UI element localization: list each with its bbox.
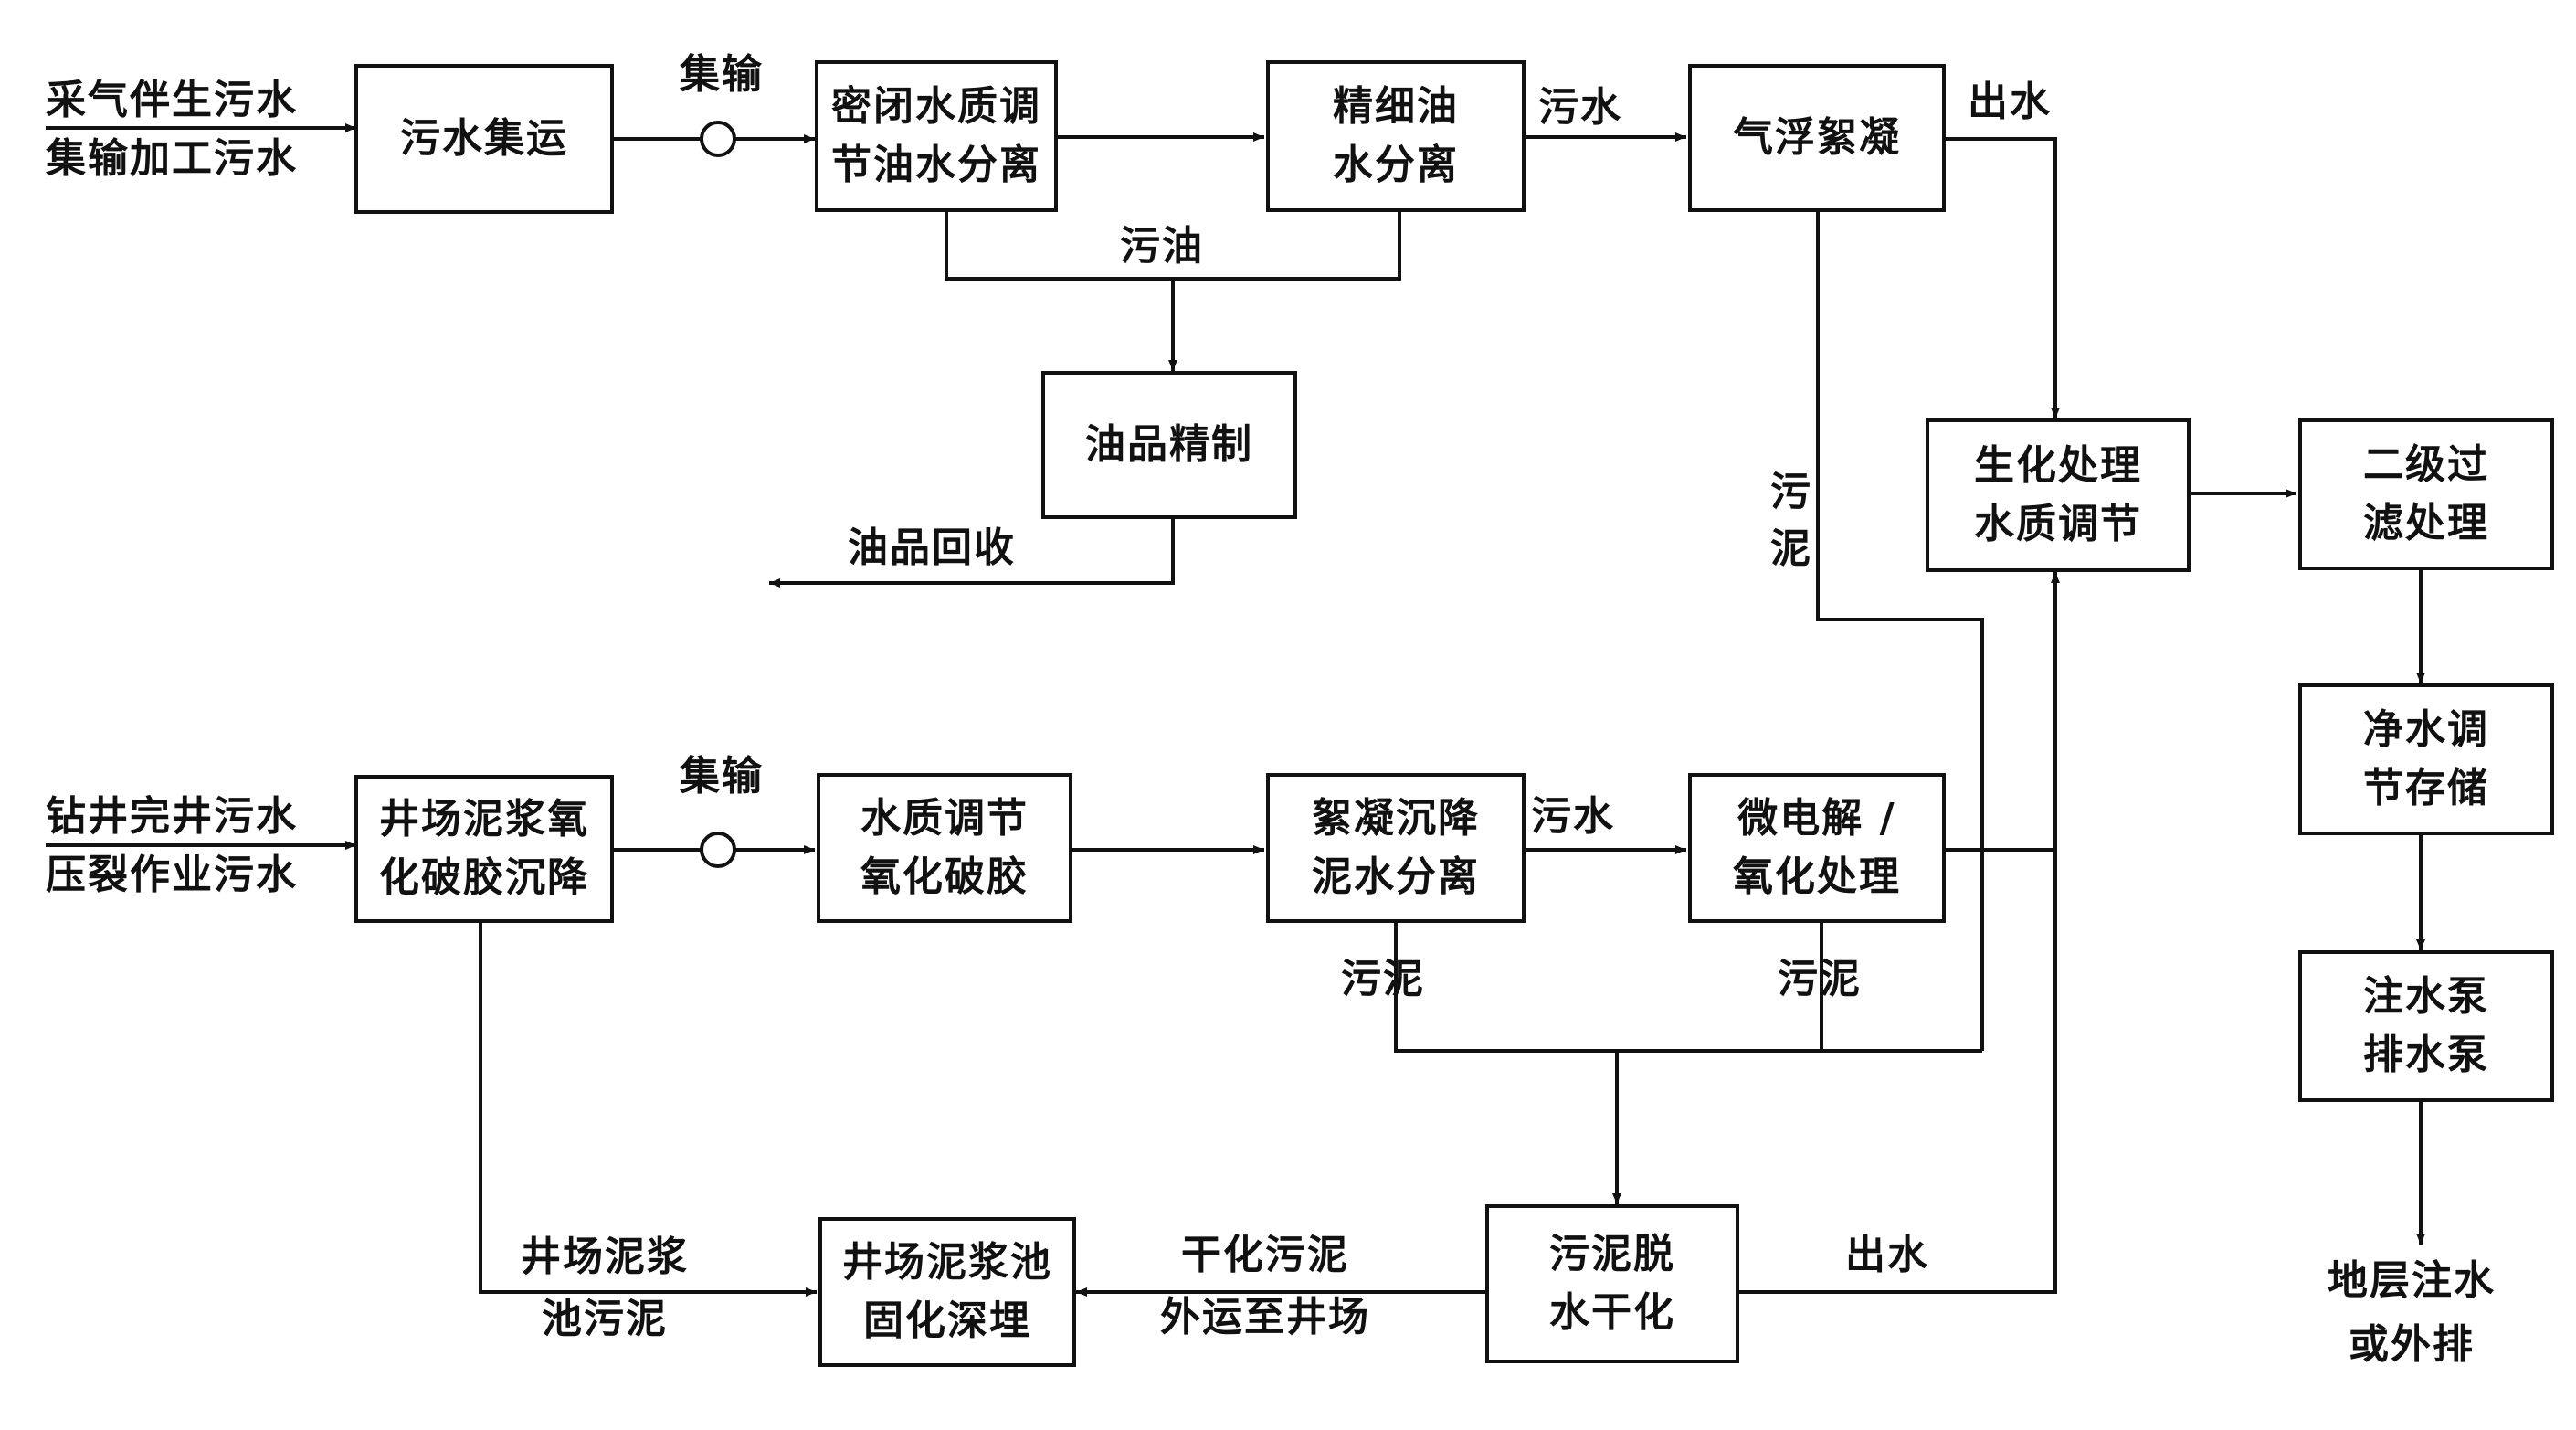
- box-micro-electrolysis: 微电解 / 氧化处理: [1688, 773, 1946, 923]
- label-mud-pit-sludge: 井场泥浆 池污泥: [521, 1234, 689, 1342]
- box-wellsite-mud-oxidation: 井场泥浆氧 化破胶沉降: [354, 775, 614, 923]
- box-flotation-flocculation: 气浮絮凝: [1688, 64, 1946, 212]
- label-final-output: 地层注水 或外排: [2328, 1257, 2496, 1368]
- label-dried-sludge: 干化污泥 外运至井场: [1160, 1232, 1370, 1340]
- box-oil-refining: 油品精制: [1041, 371, 1297, 519]
- arrow-flotation-biochem: [1946, 137, 2060, 418]
- label-input-bottom: 钻井完井污水 压裂作业污水: [46, 793, 298, 898]
- label-waste-oil: 污油: [1120, 223, 1204, 270]
- label-transport-top: 集输: [680, 51, 764, 98]
- label-sewage-top: 污水: [1538, 84, 1622, 131]
- arrow-dewater-biochem: [1739, 572, 2060, 1294]
- label-effluent-top: 出水: [1968, 79, 2052, 125]
- box-biochem-regulation: 生化处理 水质调节: [1926, 418, 2191, 572]
- box-clean-water-storage: 净水调 节存储: [2298, 683, 2554, 835]
- label-sewage-bottom: 污水: [1531, 793, 1615, 840]
- box-closed-regulation-separation: 密闭水质调 节油水分离: [815, 60, 1058, 212]
- box-flocculation-separation: 絮凝沉降 泥水分离: [1266, 773, 1526, 923]
- box-pumps: 注水泵 排水泵: [2298, 950, 2554, 1102]
- line-flotation-sludge: [1816, 212, 1984, 1051]
- arrow-wellsite-mudpit: [479, 923, 817, 1297]
- box-sewage-collection: 污水集运: [354, 64, 614, 214]
- label-input-top: 采气伴生污水 集输加工污水: [46, 77, 298, 182]
- label-effluent-bottom: 出水: [1845, 1232, 1929, 1278]
- pump-icon-bottom: [700, 832, 736, 868]
- label-transport-bottom: 集输: [680, 753, 764, 800]
- label-sludge-right: 污泥: [1778, 956, 1862, 1002]
- line-sludge-collect: [1394, 923, 1982, 1053]
- label-sludge-left: 污泥: [1341, 956, 1425, 1002]
- box-sludge-dewatering: 污泥脱 水干化: [1485, 1204, 1739, 1363]
- box-water-regulation-oxidation: 水质调节 氧化破胶: [817, 773, 1072, 923]
- label-oil-recovery: 油品回收: [848, 524, 1016, 571]
- box-mud-pit-solidification: 井场泥浆池 固化深埋: [818, 1217, 1076, 1367]
- label-sludge-vertical: 污 泥: [1770, 469, 1811, 572]
- arrow-oil-recovery: [769, 519, 1175, 588]
- pump-icon-top: [700, 121, 736, 157]
- box-fine-separation: 精细油 水分离: [1266, 60, 1526, 212]
- box-secondary-filter: 二级过 滤处理: [2298, 418, 2554, 570]
